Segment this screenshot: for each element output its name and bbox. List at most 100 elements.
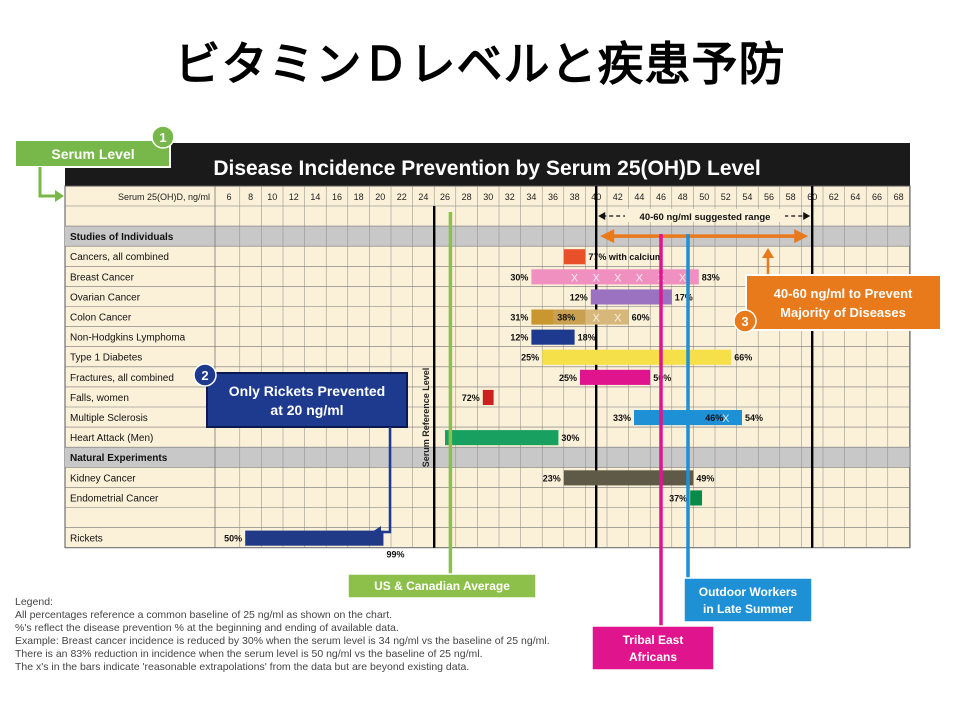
callout-rickets-arrow (378, 427, 392, 534)
callout-number-badge (733, 309, 757, 333)
tick-label: 8 (248, 192, 253, 202)
section-label: Natural Experiments (70, 453, 168, 464)
data-bar (531, 309, 553, 325)
chart-title: Disease Incidence Prevention by Serum 25… (213, 157, 760, 180)
callout-range-text: Majority of Diseases (780, 305, 906, 320)
tick-label: 46 (656, 192, 666, 202)
data-label: 25% (521, 353, 539, 363)
callout-serum-level-arrowhead (55, 190, 64, 202)
population-label: Tribal East (623, 633, 684, 647)
row-label: Type 1 Diabetes (70, 353, 142, 364)
data-label: 54% (745, 413, 763, 423)
row-label: Falls, women (70, 393, 129, 404)
tick-label: 64 (850, 192, 860, 202)
tick-label: 6 (226, 192, 231, 202)
data-bar (553, 309, 586, 325)
data-bar (690, 490, 703, 506)
data-bar (531, 329, 575, 345)
callout-number: 1 (159, 130, 166, 145)
callout-rickets-box (206, 372, 408, 428)
extrapolation-x-mark: X (614, 313, 622, 325)
data-label: 50% (224, 534, 242, 544)
data-bar (531, 269, 699, 285)
row-label: Cancers, all combined (70, 252, 169, 263)
legend-line: There is an 83% reduction in incidence w… (15, 648, 483, 660)
tick-label: 58 (786, 192, 796, 202)
callout-rickets-text: at 20 ng/ml (270, 402, 343, 418)
data-label: 33% (613, 413, 631, 423)
callout-rickets-arrowhead (372, 526, 381, 538)
data-bar (563, 249, 586, 265)
tick-label: 50 (699, 192, 709, 202)
population-label: in Late Summer (703, 602, 793, 616)
data-label: 83% (702, 272, 720, 282)
section-row-bg (65, 226, 910, 247)
data-label: 12% (570, 292, 588, 302)
data-bar (563, 470, 694, 486)
data-label: 46% (705, 413, 723, 423)
population-label: US & Canadian Average (374, 579, 510, 593)
data-label: 66% (734, 353, 752, 363)
tick-label: 38 (570, 192, 580, 202)
tick-label: 62 (829, 192, 839, 202)
callout-number: 2 (201, 368, 208, 383)
row-label: Multiple Sclerosis (70, 413, 148, 424)
data-bar (580, 369, 651, 385)
tick-label: 32 (505, 192, 515, 202)
extrapolation-x-mark: X (593, 272, 601, 284)
orange-arrowhead-right (794, 229, 809, 244)
legend-line: All percentages reference a common basel… (15, 609, 393, 621)
section-label: Studies of Individuals (70, 232, 174, 243)
tick-label: 48 (678, 192, 688, 202)
data-label: 25% (559, 373, 577, 383)
data-label: 23% (543, 473, 561, 483)
extrapolation-x-mark: X (614, 272, 622, 284)
extrapolation-x-mark: X (636, 272, 644, 284)
row-label: Heart Attack (Men) (70, 433, 153, 444)
legend-line: %'s reflect the disease prevention % at … (15, 622, 399, 634)
data-bar (590, 289, 672, 305)
chart-header-bar (65, 143, 910, 186)
data-label: 37% (669, 493, 687, 503)
tick-label: 68 (894, 192, 904, 202)
callout-range-box (745, 274, 942, 331)
data-label: 17% (675, 292, 693, 302)
callout-serum-level-arrow (38, 167, 58, 198)
population-label: Outdoor Workers (699, 585, 798, 599)
row-label: Colon Cancer (70, 313, 132, 324)
tick-label: 24 (418, 192, 428, 202)
tick-label: 36 (548, 192, 558, 202)
tick-label: 52 (721, 192, 731, 202)
data-label: 18% (578, 333, 596, 343)
data-label: 31% (510, 313, 528, 323)
row-label: Fractures, all combined (70, 373, 174, 384)
tick-label: 26 (440, 192, 450, 202)
callout-serum-level-text: Serum Level (51, 146, 134, 162)
tick-label: 20 (375, 192, 385, 202)
row-label: Endometrial Cancer (70, 493, 159, 504)
data-bar (245, 530, 384, 546)
row-label: Non-Hodgkins Lymphoma (70, 333, 186, 344)
callout-range-text: 40-60 ng/ml to Prevent (774, 286, 913, 301)
data-label: 12% (510, 333, 528, 343)
tick-label: 66 (872, 192, 882, 202)
population-label-box (347, 573, 537, 599)
tick-label: 56 (764, 192, 774, 202)
callout-number-badge (151, 125, 175, 149)
data-label: 38% (557, 313, 575, 323)
tick-label: 42 (613, 192, 623, 202)
population-label-box (591, 625, 715, 671)
callout-rickets-text: Only Rickets Prevented (229, 383, 385, 399)
tick-label: 44 (634, 192, 644, 202)
tick-label: 54 (742, 192, 752, 202)
extrapolation-x-mark: X (722, 413, 730, 425)
extrapolation-x-mark: X (679, 272, 687, 284)
tick-label: 18 (354, 192, 364, 202)
range-arrowhead-left (598, 212, 606, 220)
data-label: 99% (386, 550, 404, 560)
data-bar (482, 389, 494, 405)
data-bar (445, 430, 559, 446)
data-label: 77% with calcium (588, 252, 663, 262)
range-label-bg (625, 209, 785, 222)
